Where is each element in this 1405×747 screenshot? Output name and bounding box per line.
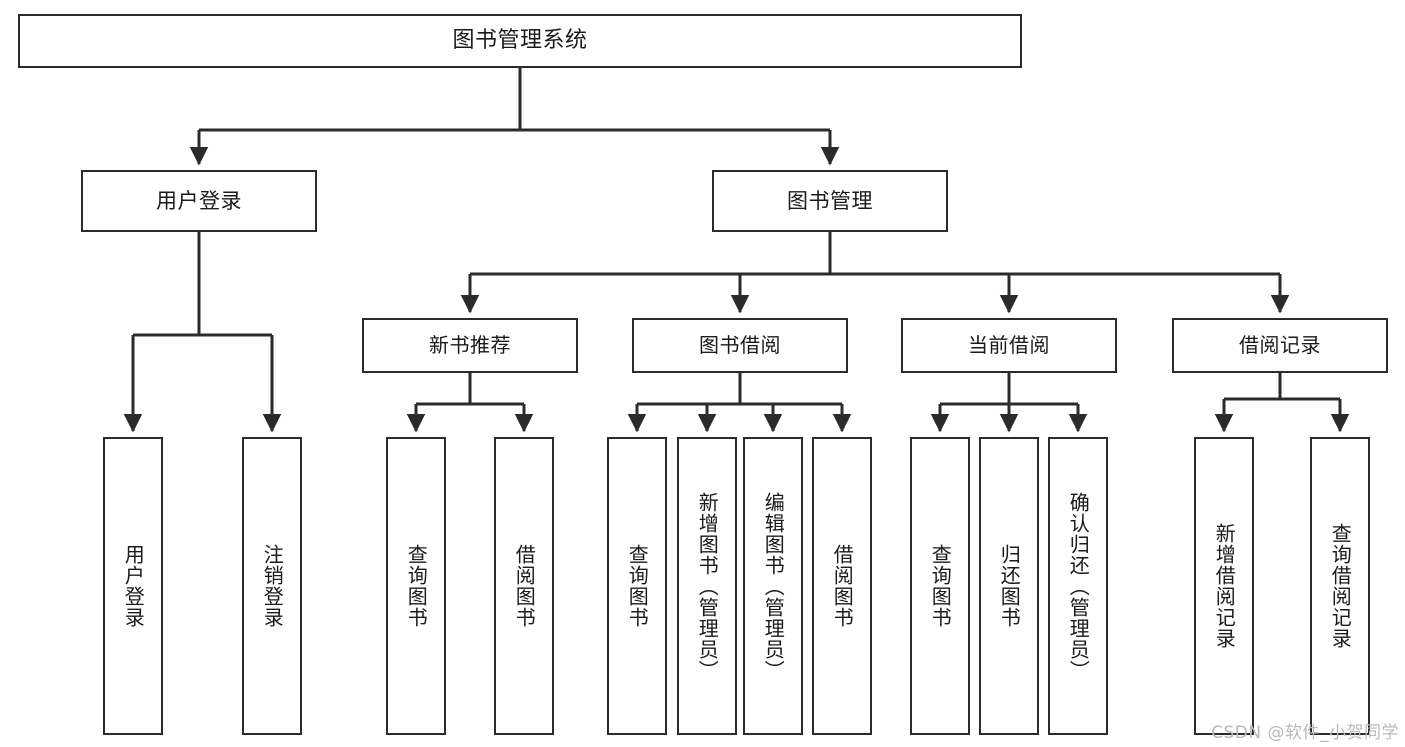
node-borrow-records[interactable]: 借阅记录 [1172, 318, 1388, 373]
leaf-current-query-book-label: 查询图书 [928, 544, 953, 628]
leaf-current-return-book[interactable]: 归还图书 [979, 437, 1039, 735]
leaf-current-confirm-return[interactable]: 确认归还（管理员） [1048, 437, 1108, 735]
node-book-management-label: 图书管理 [787, 188, 873, 213]
leaf-records-query-label: 查询借阅记录 [1328, 523, 1353, 649]
leaf-borrow-add-book[interactable]: 新增图书（管理员） [677, 437, 737, 735]
leaf-new-book-query[interactable]: 查询图书 [386, 437, 446, 735]
node-new-book-recommend-label: 新书推荐 [429, 333, 511, 357]
node-root-label: 图书管理系统 [452, 28, 588, 54]
leaf-borrow-borrow-book[interactable]: 借阅图书 [812, 437, 872, 735]
leaf-user-login-signin-label: 用户登录 [121, 544, 146, 628]
node-current-borrow[interactable]: 当前借阅 [901, 318, 1117, 373]
leaf-borrow-query-book[interactable]: 查询图书 [607, 437, 667, 735]
leaf-borrow-borrow-book-label: 借阅图书 [830, 544, 855, 628]
leaf-records-add-label: 新增借阅记录 [1212, 523, 1237, 649]
leaf-user-login-signout[interactable]: 注销登录 [242, 437, 302, 735]
leaf-current-return-book-label: 归还图书 [997, 544, 1022, 628]
leaf-records-add[interactable]: 新增借阅记录 [1194, 437, 1254, 735]
node-current-borrow-label: 当前借阅 [968, 333, 1050, 357]
node-book-borrow-label: 图书借阅 [699, 333, 781, 357]
node-user-login[interactable]: 用户登录 [81, 170, 317, 232]
leaf-current-query-book[interactable]: 查询图书 [910, 437, 970, 735]
leaf-new-book-query-label: 查询图书 [404, 544, 429, 628]
leaf-borrow-edit-book[interactable]: 编辑图书（管理员） [743, 437, 803, 735]
leaf-user-login-signout-label: 注销登录 [260, 544, 285, 628]
node-user-login-label: 用户登录 [156, 188, 242, 213]
node-book-borrow[interactable]: 图书借阅 [632, 318, 848, 373]
leaf-new-book-borrow-label: 借阅图书 [512, 544, 537, 628]
leaf-current-confirm-return-label: 确认归还（管理员） [1066, 491, 1091, 681]
node-new-book-recommend[interactable]: 新书推荐 [362, 318, 578, 373]
leaf-records-query[interactable]: 查询借阅记录 [1310, 437, 1370, 735]
leaf-borrow-edit-book-label: 编辑图书（管理员） [761, 491, 786, 681]
leaf-borrow-query-book-label: 查询图书 [625, 544, 650, 628]
leaf-user-login-signin[interactable]: 用户登录 [103, 437, 163, 735]
node-root[interactable]: 图书管理系统 [18, 14, 1022, 68]
leaf-borrow-add-book-label: 新增图书（管理员） [695, 491, 720, 681]
node-borrow-records-label: 借阅记录 [1239, 333, 1321, 357]
leaf-new-book-borrow[interactable]: 借阅图书 [494, 437, 554, 735]
node-book-management[interactable]: 图书管理 [712, 170, 948, 232]
